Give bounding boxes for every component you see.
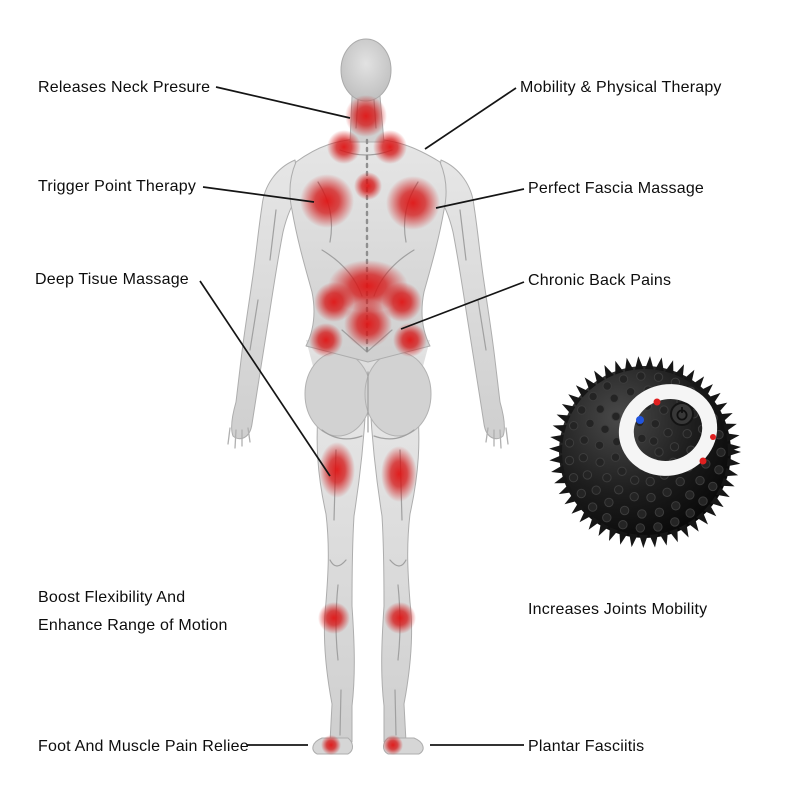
label-boost-flexibility-line2: Enhance Range of Motion <box>38 617 228 634</box>
led-red-3 <box>710 434 716 440</box>
pain-spot-hip-right <box>393 323 427 357</box>
label-boost-flexibility-line1: Boost Flexibility And <box>38 589 186 606</box>
label-deep-tissue-massage: Deep Tisue Massage <box>35 271 189 288</box>
pain-spot-spine-upper <box>354 172 382 200</box>
pain-spot-trap-left <box>327 130 361 164</box>
leader-line-fascia <box>435 188 525 209</box>
pain-spot-trap-right <box>373 130 407 164</box>
right-glute <box>364 351 432 437</box>
leader-line-trigger-point <box>202 186 315 203</box>
leader-line-chronic-back <box>400 281 525 330</box>
leader-lines <box>199 86 525 746</box>
label-releases-neck-pressure: Releases Neck Presure <box>38 79 211 96</box>
label-mobility-physical-therapy: Mobility & Physical Therapy <box>520 79 722 96</box>
power-icon <box>676 407 688 421</box>
pain-spot-knee-right <box>384 602 416 634</box>
label-trigger-point-therapy: Trigger Point Therapy <box>38 178 197 195</box>
label-boost-flexibility: Boost Flexibility And Enhance Range of M… <box>38 584 228 640</box>
leader-line-neck <box>215 86 351 119</box>
ball-edge-spikes <box>549 356 741 548</box>
pain-spot-blade-left <box>300 174 354 228</box>
ball-white-ring <box>618 384 718 476</box>
pain-spot-hip-left <box>309 323 343 357</box>
led-blue <box>636 416 644 424</box>
head <box>340 38 392 102</box>
pain-spot-blade-right <box>386 176 440 230</box>
finger-lines <box>227 427 509 449</box>
pain-spot-heel-right <box>383 735 403 755</box>
massage-ball <box>549 356 741 548</box>
led-red-1 <box>653 398 661 406</box>
left-arm <box>231 159 301 440</box>
pain-highlights <box>300 95 440 755</box>
pain-spot-neck <box>345 95 387 137</box>
label-plantar-fasciitis: Plantar Fasciitis <box>528 738 645 755</box>
pain-spot-hamstring-right <box>381 446 417 502</box>
pain-spot-heel-left <box>321 735 341 755</box>
pain-spot-lowerback <box>344 300 392 348</box>
power-button <box>670 402 694 426</box>
label-foot-muscle-pain-relief: Foot And Muscle Pain Reliee <box>38 738 249 755</box>
leader-line-deep-tissue <box>199 280 331 477</box>
label-chronic-back-pains: Chronic Back Pains <box>528 272 672 289</box>
pain-spot-side-right <box>382 282 422 322</box>
leader-line-mobility <box>424 87 517 150</box>
pain-spot-knee-left <box>318 602 350 634</box>
right-arm <box>435 159 505 440</box>
label-perfect-fascia-massage: Perfect Fascia Massage <box>528 180 705 197</box>
pain-spot-side-left <box>314 282 354 322</box>
led-red-2 <box>699 457 707 465</box>
pain-spot-hamstring-left <box>319 442 355 498</box>
label-increases-joints-mobility: Increases Joints Mobility <box>528 601 708 618</box>
left-glute <box>304 351 372 437</box>
human-figure <box>227 38 509 755</box>
